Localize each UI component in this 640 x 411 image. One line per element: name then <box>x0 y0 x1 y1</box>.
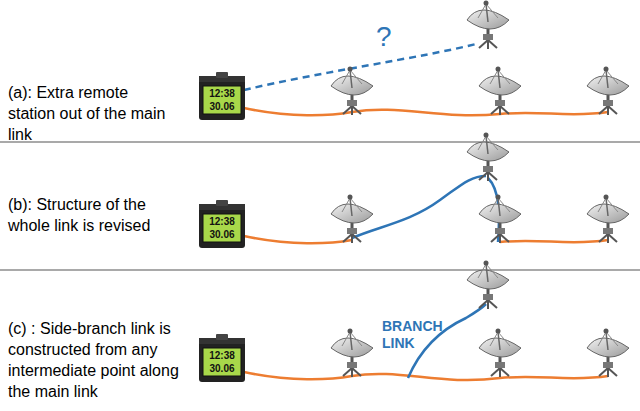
clock-date: 30.06 <box>203 101 241 113</box>
panel-caption: (c) : Side-branch link is constructed fr… <box>8 318 198 402</box>
clock-date: 30.06 <box>203 363 241 375</box>
clock-time: 12:38 <box>203 216 241 228</box>
branch-label: BRANCH LINK <box>382 318 452 352</box>
clock-time: 12:38 <box>203 350 241 362</box>
clock-time: 12:38 <box>203 88 241 100</box>
panel-caption: (a): Extra remote station out of the mai… <box>8 82 168 145</box>
panel-caption: (b): Structure of the whole link is revi… <box>8 194 188 236</box>
question-mark: ? <box>376 22 406 52</box>
clock-date: 30.06 <box>203 229 241 241</box>
